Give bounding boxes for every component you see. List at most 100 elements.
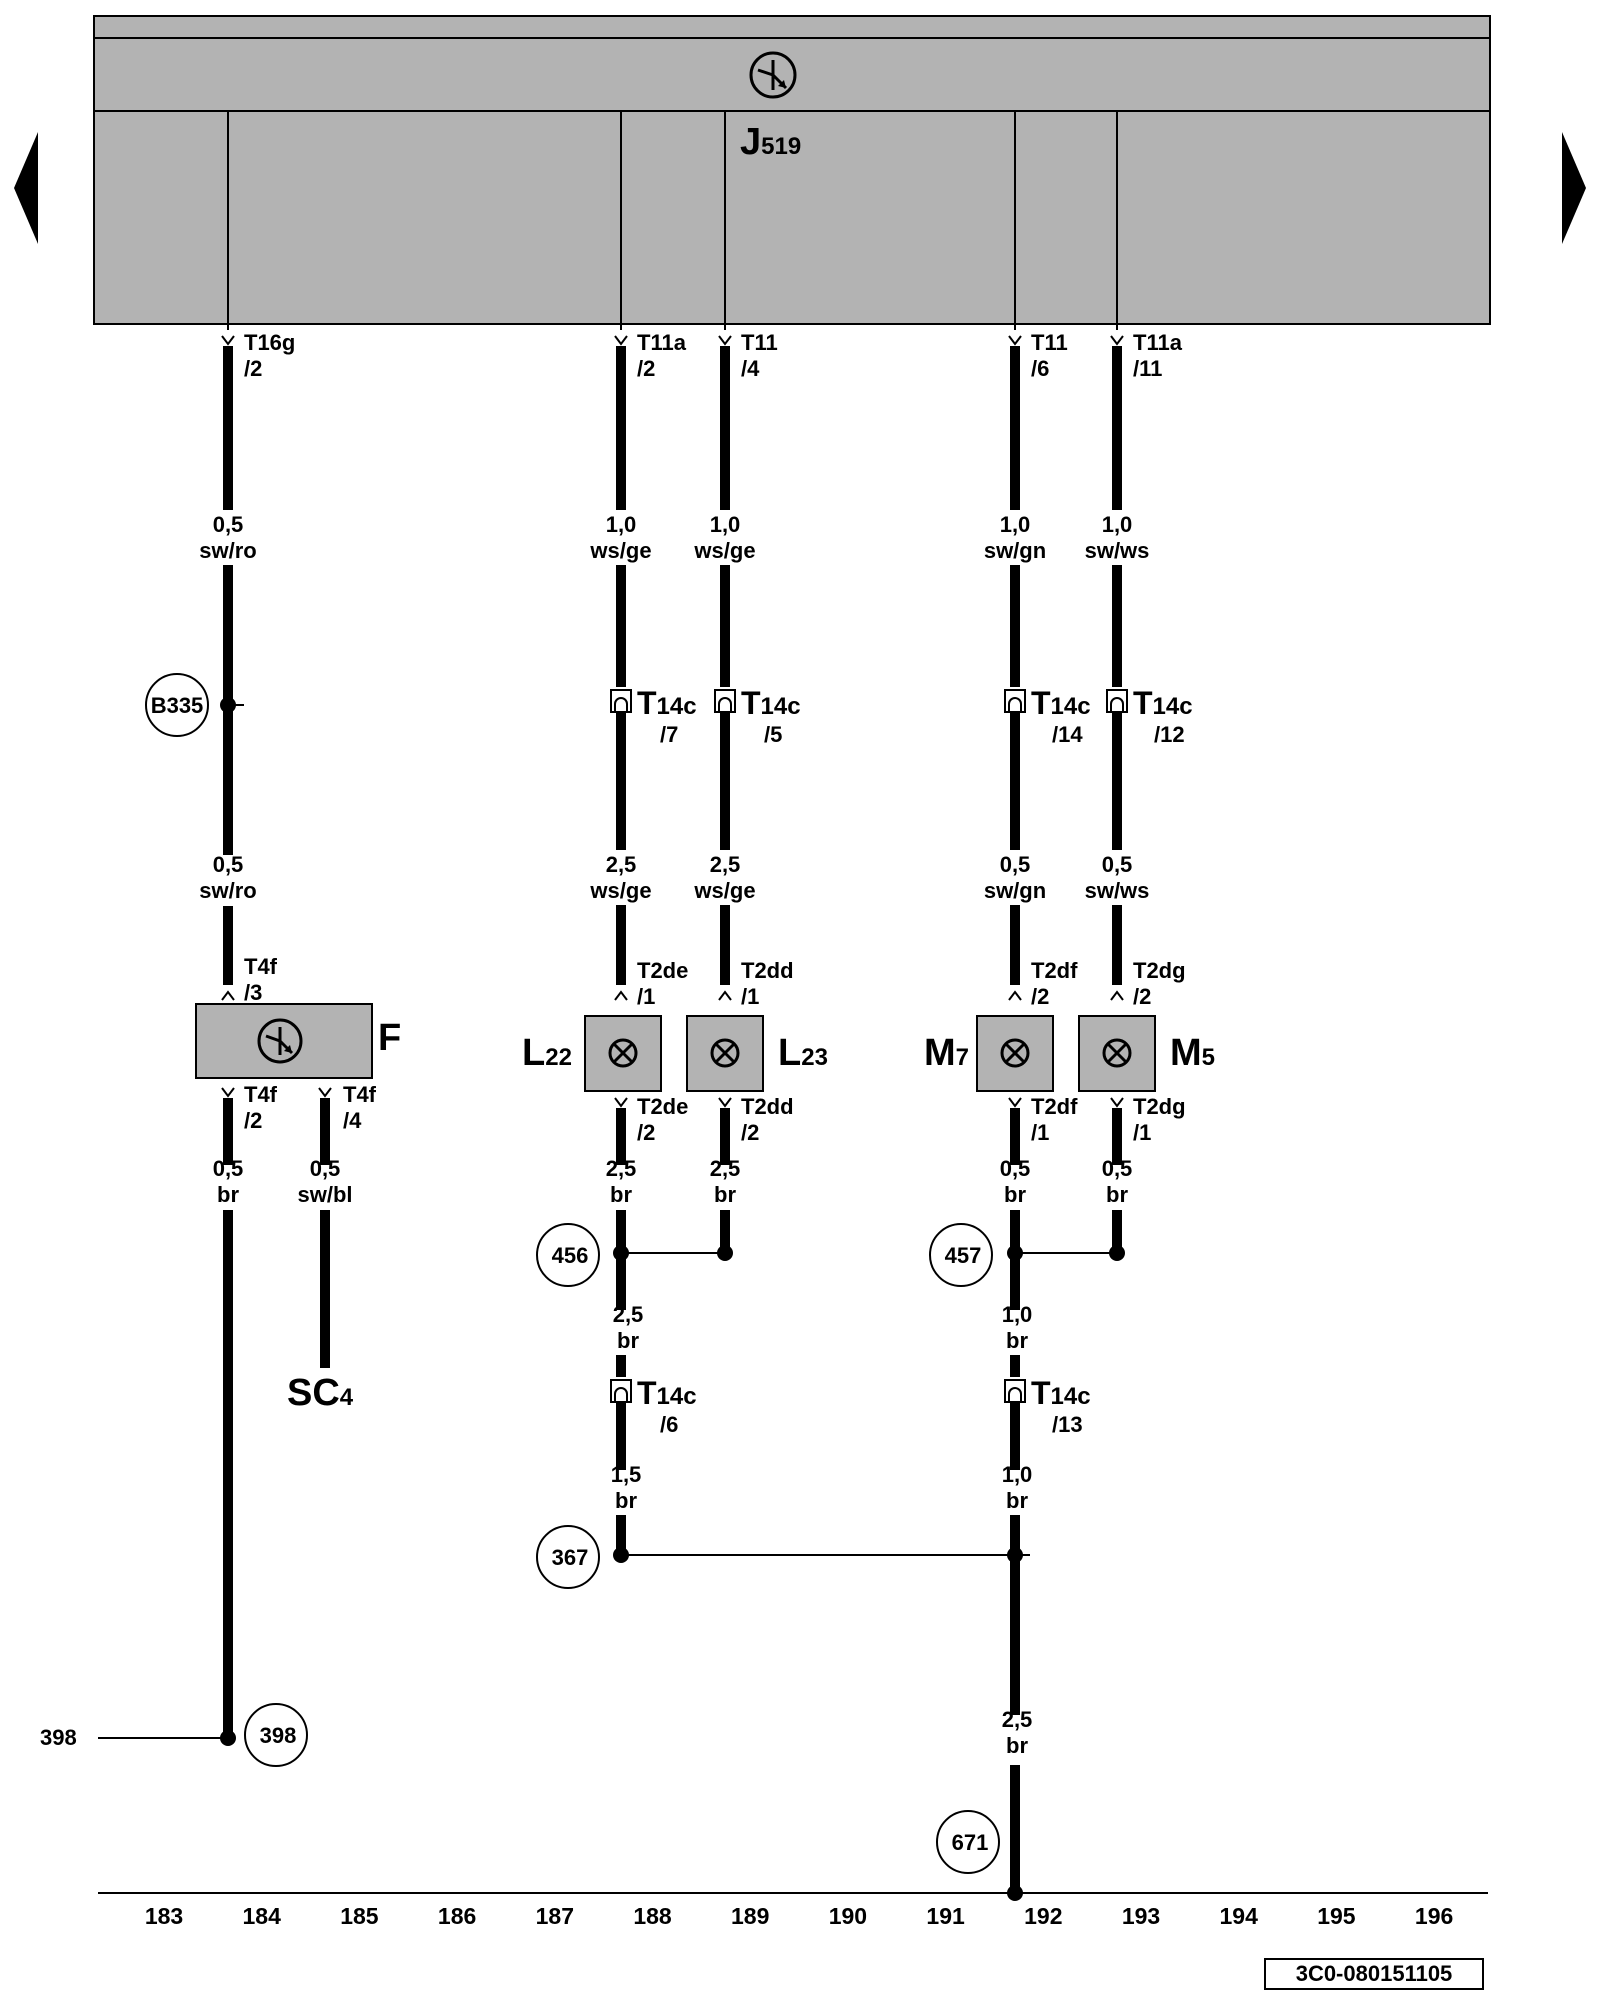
svg-text:/1: /1 [741, 984, 759, 1009]
svg-text:T2dg: T2dg [1133, 958, 1186, 983]
svg-text:T11a: T11a [1133, 330, 1183, 355]
svg-text:/2: /2 [1133, 984, 1151, 1009]
junction-367[interactable]: 367 [536, 1525, 600, 1589]
plug-icon [714, 689, 736, 713]
svg-text:ws/ge: ws/ge [589, 538, 651, 563]
plug-icon [1004, 689, 1026, 713]
wire-labels-row5: 1,5 br 1,0 br [611, 1462, 1033, 1513]
svg-text:456: 456 [552, 1243, 589, 1268]
svg-text:/11: /11 [1133, 356, 1162, 381]
wire-labels-row6: 2,5 br [1002, 1707, 1033, 1758]
plug-labels-row1: T14c /7 T14c /5 T14c /14 T14c /12 [637, 685, 1193, 747]
wire-labels-row2: 0,5 sw/ro 2,5 ws/ge 2,5 ws/ge 0,5 sw/gn … [199, 852, 1149, 903]
lamp-m5-label: M5 [1170, 1032, 1215, 1074]
lamp-m7-label: M7 [924, 1032, 969, 1074]
pin-arrows [221, 335, 1124, 1108]
svg-text:T14c: T14c [1031, 685, 1091, 721]
svg-text:T2de: T2de [637, 958, 688, 983]
svg-text:0,5: 0,5 [1102, 852, 1133, 877]
svg-text:/1: /1 [637, 984, 655, 1009]
svg-text:br: br [617, 1328, 639, 1353]
svg-text:br: br [1004, 1182, 1026, 1207]
svg-text:ws/ge: ws/ge [693, 878, 755, 903]
grid-number: 184 [243, 1903, 282, 1929]
junction-456[interactable]: 456 [536, 1223, 600, 1287]
svg-text:T2dd: T2dd [741, 1094, 794, 1119]
svg-text:sw/ro: sw/ro [199, 878, 256, 903]
svg-text:1,5: 1,5 [611, 1462, 642, 1487]
lamp-icon [710, 1038, 740, 1068]
svg-text:br: br [714, 1182, 736, 1207]
internal-leads [227, 111, 1118, 330]
svg-text:B335: B335 [151, 693, 204, 718]
svg-text:T14c: T14c [637, 685, 697, 721]
plug-labels-row2: T14c /6 T14c /13 [637, 1375, 1091, 1437]
svg-text:T14c: T14c [1031, 1375, 1091, 1411]
svg-text:/4: /4 [343, 1108, 362, 1133]
svg-text:1,0: 1,0 [1002, 1302, 1033, 1327]
svg-text:/2: /2 [244, 1108, 262, 1133]
sc-label: SC4 [287, 1372, 354, 1414]
svg-text:/13: /13 [1052, 1412, 1083, 1437]
junction-b335[interactable]: B335 [145, 673, 209, 737]
grid-number: 192 [1024, 1903, 1062, 1929]
svg-text:ws/ge: ws/ge [693, 538, 755, 563]
lamp-l23-label: L23 [778, 1032, 828, 1074]
svg-text:0,5: 0,5 [213, 512, 244, 537]
switch-f[interactable] [195, 1003, 373, 1079]
svg-text:T2de: T2de [637, 1094, 688, 1119]
lamp-l23[interactable] [686, 1015, 764, 1092]
svg-text:sw/ws: sw/ws [1085, 538, 1150, 563]
junction-671[interactable]: 671 [936, 1810, 1000, 1874]
svg-text:sw/ro: sw/ro [199, 538, 256, 563]
svg-text:/7: /7 [660, 722, 678, 747]
top-connector-labels: T16g /2 T11a /2 T11 /4 T11 /6 T11a /11 [244, 330, 1183, 381]
lamp-l22[interactable] [584, 1015, 662, 1092]
junction-markers: B335 456 457 367 398 671 [145, 673, 1000, 1874]
circuit-188-189 [616, 346, 730, 1555]
svg-text:2,5: 2,5 [606, 1156, 637, 1181]
svg-text:/1: /1 [1133, 1120, 1151, 1145]
svg-text:sw/gn: sw/gn [984, 878, 1046, 903]
triangle-right-icon[interactable] [1562, 132, 1586, 244]
lamp-icon [608, 1038, 638, 1068]
svg-text:ws/ge: ws/ge [589, 878, 651, 903]
grid-number: 189 [731, 1903, 769, 1929]
svg-text:0,5: 0,5 [310, 1156, 341, 1181]
wire-labels-row3: 0,5 br 0,5 sw/bl 2,5 br 2,5 br 0,5 br 0,… [213, 1156, 1133, 1207]
svg-text:457: 457 [945, 1243, 982, 1268]
svg-text:/2: /2 [741, 1120, 759, 1145]
svg-text:sw/ws: sw/ws [1085, 878, 1150, 903]
svg-text:/2: /2 [1031, 984, 1049, 1009]
control-unit-label: J519 [740, 121, 801, 163]
svg-text:1,0: 1,0 [1000, 512, 1031, 537]
lamp-m7[interactable] [976, 1015, 1054, 1092]
junction-398[interactable]: 398 [244, 1703, 308, 1767]
lamp-icon [1102, 1038, 1132, 1068]
svg-text:/12: /12 [1154, 722, 1185, 747]
grid-number: 196 [1415, 1903, 1453, 1929]
triangle-left-icon[interactable] [14, 132, 38, 244]
switch-label: F [378, 1017, 401, 1059]
junction-457[interactable]: 457 [929, 1223, 993, 1287]
grid-number: 195 [1317, 1903, 1356, 1929]
svg-text:0,5: 0,5 [213, 852, 244, 877]
junction-dots [220, 697, 1125, 1901]
svg-text:2,5: 2,5 [613, 1302, 644, 1327]
svg-text:T11a: T11a [637, 330, 687, 355]
svg-text:T16g: T16g [244, 330, 295, 355]
svg-text:367: 367 [552, 1545, 589, 1570]
grid-number: 183 [145, 1903, 183, 1929]
svg-text:T14c: T14c [637, 1375, 697, 1411]
grid-number: 190 [829, 1903, 867, 1929]
svg-text:br: br [1006, 1328, 1028, 1353]
plug-icon [1106, 689, 1128, 713]
lamp-l22-label: L22 [522, 1032, 572, 1074]
grid-number: 188 [633, 1903, 672, 1929]
grid-number: 191 [926, 1903, 965, 1929]
svg-text:T4f: T4f [343, 1082, 377, 1107]
lamp-m5[interactable] [1078, 1015, 1156, 1092]
svg-text:/5: /5 [764, 722, 782, 747]
